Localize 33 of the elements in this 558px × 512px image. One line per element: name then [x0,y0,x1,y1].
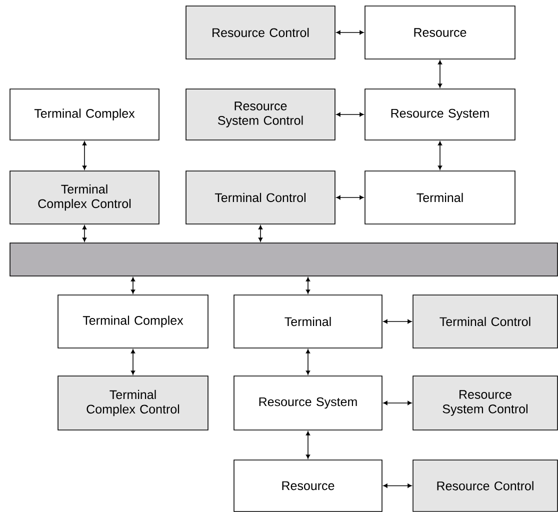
control-box: Resource Control [186,6,336,60]
control-box: Terminal Control [186,170,336,224]
arrow [306,349,310,375]
arrow [383,400,412,406]
arrow [336,112,364,117]
arrow [82,141,87,170]
arrow [130,277,136,294]
arrow [336,30,364,35]
bus-bar [10,242,558,276]
arrow [383,484,412,488]
arrow [383,319,412,324]
control-box: Terminal Control [412,294,558,348]
entity-box: Terminal [364,170,516,224]
arrow [336,195,364,200]
arrow [306,431,310,459]
entity-box: Resource System [364,88,516,140]
control-box: Resource System Control [412,376,558,430]
arrow [82,225,87,242]
control-box: Resource System Control [186,88,336,140]
arrow [438,141,442,170]
control-box: Terminal Complex Control [58,376,208,430]
control-box: Resource Control [412,460,558,512]
arrow [306,277,310,294]
entity-box: Terminal [234,294,382,348]
entity-box: Resource [234,460,382,512]
entity-box: Terminal Complex [10,88,160,140]
arrow [258,225,263,242]
entity-box: Resource [364,6,516,60]
entity-box: Resource System [234,376,382,430]
arrow [130,349,136,375]
control-box: Terminal Complex Control [10,170,160,224]
arrow [438,60,442,88]
entity-box: Terminal Complex [58,294,208,348]
